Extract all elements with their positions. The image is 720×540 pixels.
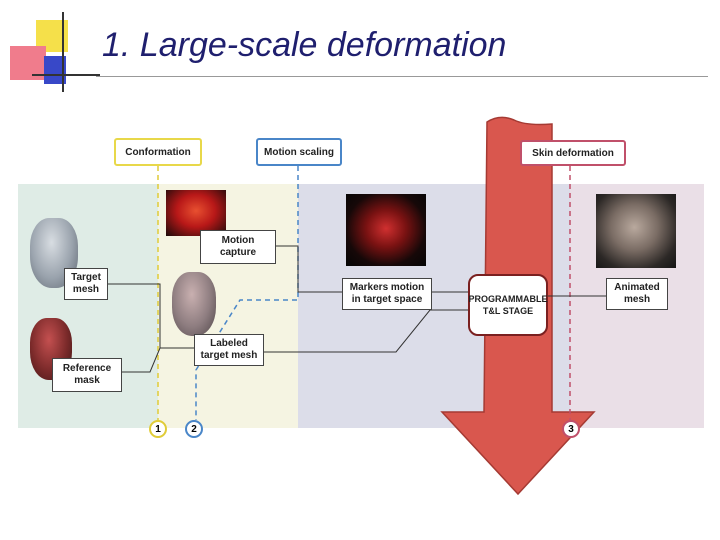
- stage-label-skin-deformation: Skin deformation: [520, 140, 626, 166]
- deco-hline: [32, 74, 100, 76]
- box-animated-mesh: Animated mesh: [606, 278, 668, 310]
- deco-vline: [62, 12, 64, 92]
- box-markers-motion: Markers motion in target space: [342, 278, 432, 310]
- marker-1: 1: [149, 420, 167, 438]
- connector-target-to-labeled: [102, 283, 196, 349]
- connector-labeled-to-stage: [264, 309, 468, 353]
- markers-motion-photo: [346, 194, 426, 266]
- face-image-labeled: [172, 272, 216, 336]
- motion-capture-photo: [166, 190, 226, 236]
- box-programmable-stage: PROGRAMMABLE T&L STAGE: [468, 274, 548, 336]
- corner-decoration: [0, 0, 100, 100]
- box-motion-capture: Motion capture: [200, 230, 276, 264]
- box-reference-mask: Reference mask: [52, 358, 122, 392]
- slide-title: 1. Large-scale deformation: [102, 26, 507, 64]
- box-target-mesh: Target mesh: [64, 268, 108, 300]
- stage-label-conformation: Conformation: [114, 138, 202, 166]
- stage-label-motion-scaling: Motion scaling: [256, 138, 342, 166]
- title-underline: [96, 76, 708, 77]
- motion-scaling-guide-line: [195, 166, 299, 420]
- animated-mesh-photo: [596, 194, 676, 268]
- connector-capture-to-markers: [276, 245, 342, 293]
- deco-square-blue: [44, 56, 66, 84]
- box-labeled-target-mesh: Labeled target mesh: [194, 334, 264, 366]
- marker-3: 3: [562, 420, 580, 438]
- marker-2: 2: [185, 420, 203, 438]
